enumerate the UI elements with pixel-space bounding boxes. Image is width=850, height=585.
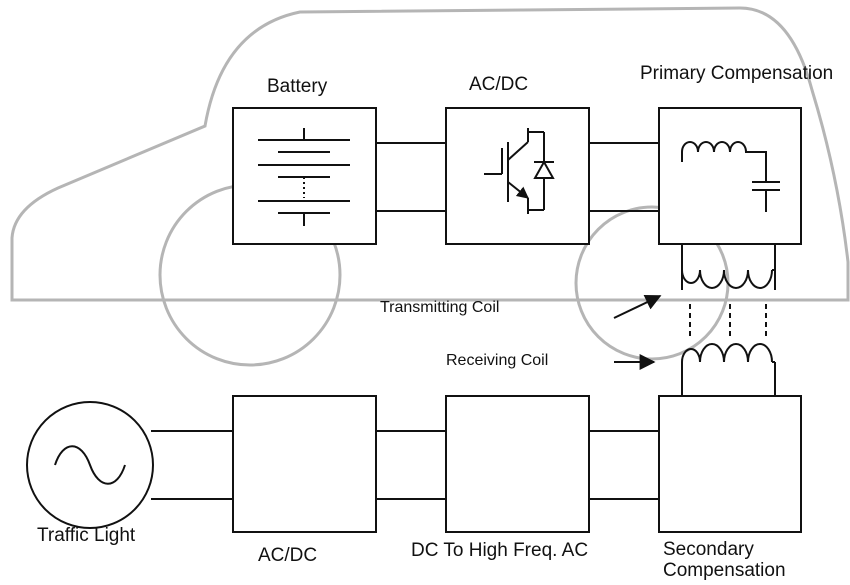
battery-symbol — [258, 128, 350, 226]
ac-sine-icon — [54, 445, 126, 485]
secondary-compensation-label: Secondary Compensation — [663, 539, 786, 581]
primary-compensation-label: Primary Compensation — [640, 63, 834, 84]
acdc-top-label: AC/DC — [469, 74, 529, 95]
transmitting-coil-arrow — [613, 294, 662, 319]
receiving-coil-label: Receiving Coil — [446, 352, 549, 369]
transmitting-coil-label: Transmitting Coil — [380, 299, 500, 316]
ac-source-circle — [26, 401, 154, 529]
traffic-light-label: Traffic Light — [37, 525, 136, 546]
secondary-compensation-box — [658, 395, 802, 533]
acdc-bottom-label: AC/DC — [258, 545, 318, 566]
dc-to-hf-ac-label: DC To High Freq. AC — [411, 540, 589, 561]
acdc-bottom-box — [232, 395, 377, 533]
transmitting-coil — [681, 244, 776, 290]
battery-label: Battery — [267, 76, 328, 97]
primary-compensation-box — [658, 107, 802, 245]
car-body-outline — [10, 6, 850, 302]
receiving-coil — [681, 343, 776, 398]
dc-hf-ac-box — [445, 395, 590, 533]
acdc-top-box — [445, 107, 590, 245]
